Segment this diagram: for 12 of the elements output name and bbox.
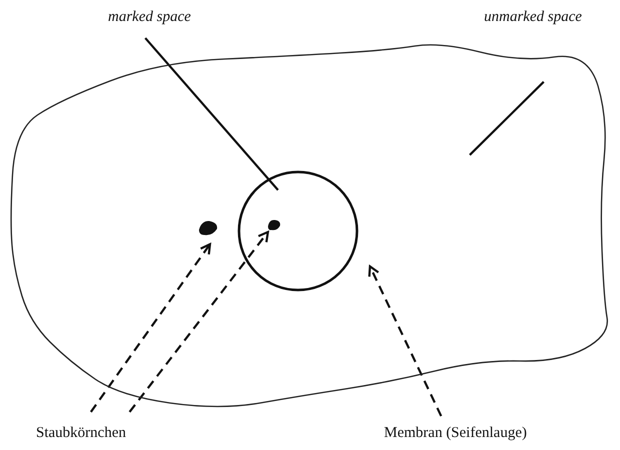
region-label: marked space [108, 8, 191, 26]
membrane-circle [237, 170, 359, 292]
dust-particle [197, 219, 219, 237]
caption-label: Staubkörnchen [36, 424, 126, 442]
dust-particle [266, 218, 282, 232]
dashed-arrow [128, 230, 270, 413]
caption-label: Membran (Seifenlauge) [384, 424, 527, 442]
dashed-arrow [90, 243, 212, 413]
region-label: unmarked space [484, 8, 582, 26]
leader-line [144, 37, 279, 191]
leader-line [469, 81, 544, 156]
dashed-arrow [368, 265, 442, 417]
